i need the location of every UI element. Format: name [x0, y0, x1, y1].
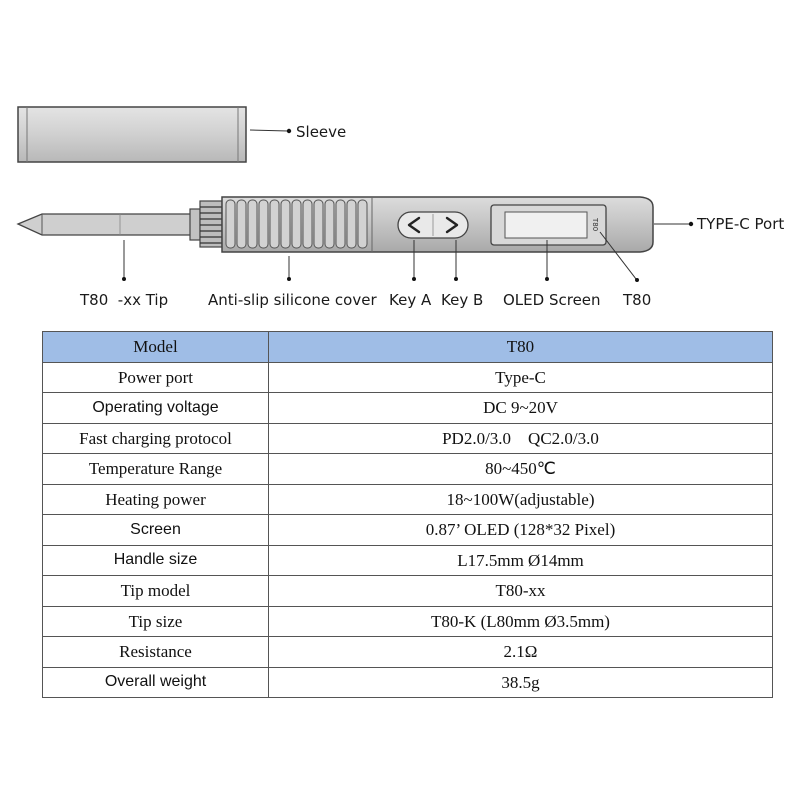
oled-screen-label: OLED Screen — [503, 291, 601, 309]
key-b-label: Key B — [441, 291, 483, 309]
chevron-left-icon — [407, 216, 421, 234]
row-value: T80-K (L80mm Ø3.5mm) — [268, 605, 773, 637]
table-row: Temperature Range 80~450℃ — [42, 453, 773, 485]
row-value: L17.5mm Ø14mm — [268, 544, 773, 576]
row-label: Heating power — [42, 483, 269, 515]
table-row: Resistance 2.1Ω — [42, 636, 773, 668]
key-a[interactable] — [407, 216, 421, 234]
spec-table: Model T80 Power port Type-C Operating vo… — [42, 331, 773, 698]
threaded-collar — [199, 200, 223, 248]
table-row: Fast charging protocol PD2.0/3.0 QC2.0/3… — [42, 422, 773, 454]
key-a-label: Key A — [389, 291, 432, 309]
key-b[interactable] — [445, 216, 459, 234]
row-value: Type-C — [268, 361, 773, 393]
row-label: Tip model — [42, 575, 269, 607]
row-label: Screen — [42, 514, 269, 546]
header-label-cell: Model — [42, 331, 269, 363]
row-label: Tip size — [42, 605, 269, 637]
row-label: Overall weight — [42, 666, 269, 698]
row-label: Resistance — [42, 636, 269, 668]
tip-label: T80 -xx Tip — [79, 291, 168, 309]
row-label: Operating voltage — [42, 392, 269, 424]
row-value: 80~450℃ — [268, 453, 773, 485]
row-label: Fast charging protocol — [42, 422, 269, 454]
key-a-callout: Key A — [389, 240, 432, 309]
sleeve-label: Sleeve — [296, 123, 346, 141]
table-row: Tip model T80-xx — [42, 575, 773, 607]
model-mark-label: T80 — [622, 291, 651, 309]
table-row: Power port Type-C — [42, 361, 773, 393]
table-row: Tip size T80-K (L80mm Ø3.5mm) — [42, 605, 773, 637]
row-label: Handle size — [42, 544, 269, 576]
table-row: Overall weight 38.5g — [42, 666, 773, 698]
table-header-row: Model T80 — [42, 331, 773, 363]
row-value: DC 9~20V — [268, 392, 773, 424]
type-c-port-label: TYPE-C Port — [696, 215, 784, 233]
row-label: Power port — [42, 361, 269, 393]
key-pad — [397, 211, 469, 239]
chevron-right-icon — [445, 216, 459, 234]
row-value: 38.5g — [268, 666, 773, 698]
sleeve — [17, 106, 247, 163]
row-value: 0.87’ OLED (128*32 Pixel) — [268, 514, 773, 546]
row-label: Temperature Range — [42, 453, 269, 485]
row-value: 2.1Ω — [268, 636, 773, 668]
key-b-callout: Key B — [441, 240, 483, 309]
table-row: Screen 0.87’ OLED (128*32 Pixel) — [42, 514, 773, 546]
row-value: 18~100W(adjustable) — [268, 483, 773, 515]
table-row: Handle size L17.5mm Ø14mm — [42, 544, 773, 576]
grip-callout: Anti-slip silicone cover — [208, 256, 377, 309]
type-c-callout: TYPE-C Port — [654, 215, 784, 233]
tip — [16, 208, 201, 241]
row-value: T80-xx — [268, 575, 773, 607]
row-value: PD2.0/3.0 QC2.0/3.0 — [268, 422, 773, 454]
soldering-iron-diagram: Sleeve — [16, 106, 784, 309]
table-row: Operating voltage DC 9~20V — [42, 392, 773, 424]
model-mark-callout: T80 — [599, 231, 651, 309]
silicone-grip — [225, 199, 368, 249]
anti-slip-label: Anti-slip silicone cover — [208, 291, 377, 309]
oled-callout: OLED Screen — [503, 240, 601, 309]
table-row: Heating power 18~100W(adjustable) — [42, 483, 773, 515]
oled-screen: T80 — [490, 204, 607, 246]
header-value-cell: T80 — [268, 331, 773, 363]
sleeve-callout: Sleeve — [249, 123, 346, 141]
tip-callout: T80 -xx Tip — [79, 240, 168, 309]
model-mark-on-body: T80 — [591, 217, 599, 231]
